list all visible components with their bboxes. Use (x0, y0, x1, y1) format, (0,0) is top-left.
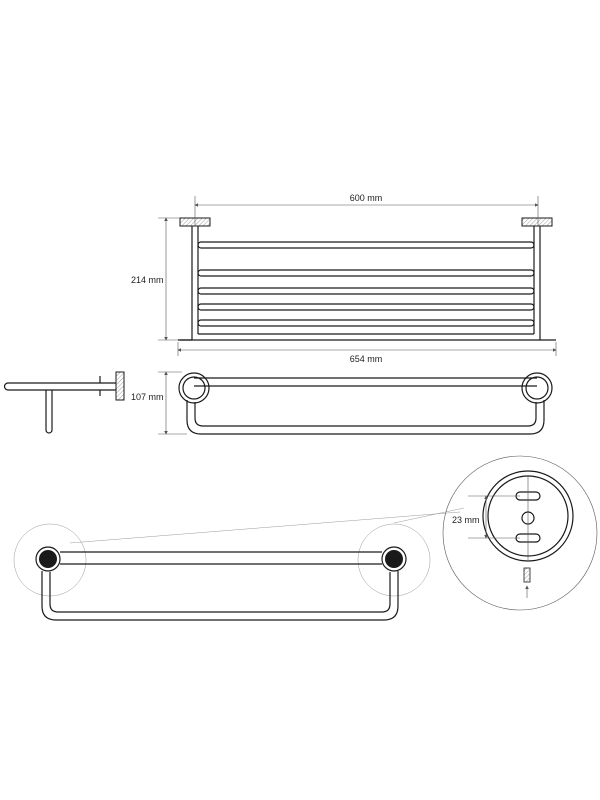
top-view: 107 mm (131, 371, 553, 435)
dim-outer-width: 654 mm (350, 354, 383, 364)
front-view: 600 mm 654 mm 214 mm (131, 193, 557, 364)
side-view (3, 371, 125, 434)
dim-inner-width: 600 mm (350, 193, 383, 203)
dim-depth: 107 mm (131, 392, 164, 402)
bottom-view: 23 mm (13, 455, 598, 621)
dim-hole-spacing: 23 mm (452, 515, 480, 525)
screw-icon (523, 567, 531, 583)
side-wall-plate (115, 371, 125, 401)
right-wall-plate (521, 217, 553, 227)
dim-height: 214 mm (131, 275, 164, 285)
mount-detail: 23 mm (442, 455, 598, 611)
front-rails (197, 241, 535, 335)
